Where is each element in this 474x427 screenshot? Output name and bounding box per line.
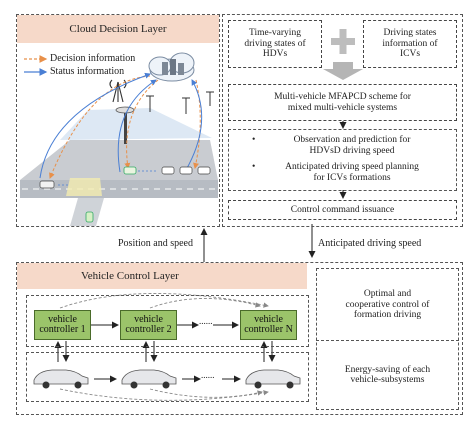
control-command-box: Control command issuance: [228, 200, 457, 220]
road-vehicles: [39, 166, 211, 223]
light-beam: [60, 108, 212, 140]
plus-icon: [331, 29, 355, 54]
vehicle-row: [26, 352, 309, 402]
icv-states-box: Driving states information of ICVs: [363, 20, 457, 68]
merge-arrow-icon: [323, 69, 363, 80]
observation-prediction-text: Observation and prediction for HDVsD dri…: [293, 135, 411, 156]
vehicle-icons: [33, 369, 301, 385]
bullet-dot-2: •: [252, 162, 256, 172]
antenna-icon: [109, 79, 127, 103]
speed-planning-text: Anticipated driving speed planning for I…: [285, 162, 419, 183]
roadside-unit: [124, 110, 127, 144]
decision-process-panel: [222, 14, 463, 227]
legend-decision-label: Decision information: [50, 53, 136, 64]
cloud-decision-layer: [16, 14, 220, 227]
vehicle-layer-title: Vehicle Control Layer: [17, 263, 307, 289]
controller-ellipsis: ......: [199, 316, 213, 326]
mfapcd-scheme-box: Multi-vehicle MFAPCD scheme for mixed mu…: [228, 84, 457, 121]
cloud-layer-title: Cloud Decision Layer: [17, 15, 219, 43]
formation-control-box: Optimal and cooperative control of forma…: [320, 274, 455, 336]
hdv-states-box: Time-varying driving states of HDVs: [228, 20, 322, 68]
road-zone: [66, 178, 102, 196]
bullet-dot-1: •: [252, 135, 256, 145]
vehicle-controller-1: vehicle controller 1: [34, 310, 91, 340]
legend-status-label: Status information: [50, 66, 125, 77]
controller-row: [26, 295, 309, 347]
vehicle-control-layer: [16, 262, 463, 415]
position-speed-label: Position and speed: [118, 238, 193, 249]
vehicle-ellipsis: ......: [201, 370, 215, 380]
anticipated-speed-label: Anticipated driving speed: [318, 238, 422, 249]
energy-saving-box: Energy-saving of each vehicle-subsystems: [320, 345, 455, 405]
vehicle-controller-2: vehicle controller 2: [120, 310, 177, 340]
vehicle-controller-n: vehicle controller N: [240, 310, 297, 340]
prediction-planning-box: [228, 129, 457, 191]
vehicle-goals-panel: [316, 268, 459, 410]
goals-divider: [316, 340, 459, 341]
